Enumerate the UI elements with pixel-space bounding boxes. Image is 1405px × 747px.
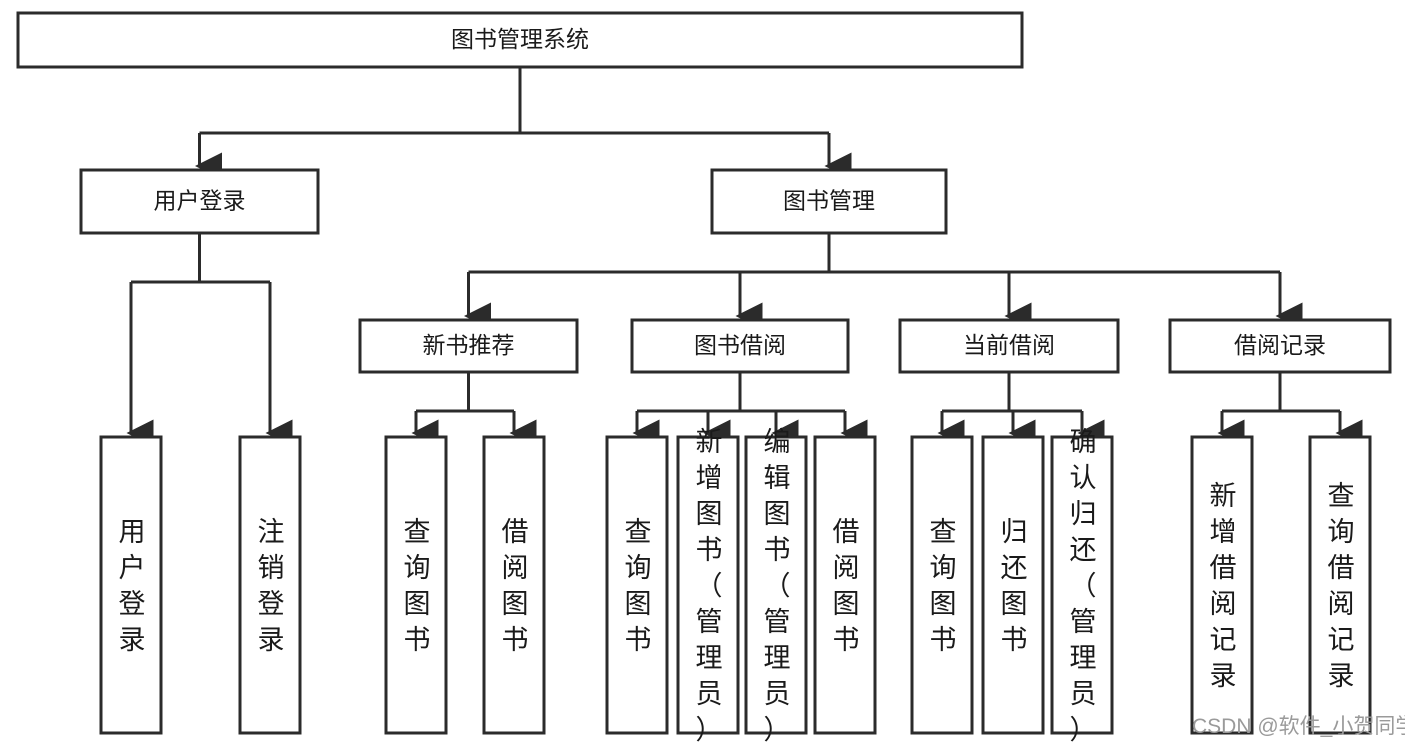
node-leaf-query-book-1-label: 查询图书 bbox=[404, 517, 431, 655]
csdn-watermark: CSDN @软件_小贺同学 bbox=[1192, 715, 1405, 738]
node-leaf-logout-label: 注销登录 bbox=[258, 517, 285, 655]
node-leaf-confirm-return-label: 确认归还（管理员） bbox=[1070, 427, 1097, 745]
node-current-borrow-label: 当前借阅 bbox=[963, 332, 1055, 358]
node-leaf-add-book-label: 新增图书（管理员） bbox=[696, 427, 723, 745]
node-user-login-box[interactable] bbox=[79, 168, 320, 235]
node-leaf-borrow-book-2-label: 借阅图书 bbox=[833, 517, 860, 655]
connector-layer bbox=[126, 67, 1363, 447]
node-leaf-query-book-2[interactable]: 查询图书 bbox=[605, 435, 669, 735]
node-book-borrow-label: 图书借阅 bbox=[694, 332, 786, 358]
node-leaf-borrow-book-2[interactable]: 借阅图书 bbox=[813, 435, 877, 735]
node-borrow-records[interactable]: 借阅记录 bbox=[1168, 318, 1392, 374]
node-new-book-recommend[interactable]: 新书推荐 bbox=[358, 318, 579, 374]
node-leaf-borrow-book-2-box[interactable] bbox=[813, 435, 877, 735]
node-current-borrow[interactable]: 当前借阅 bbox=[898, 318, 1120, 374]
node-user-login-label: 用户登录 bbox=[154, 188, 246, 214]
node-borrow-records-label: 借阅记录 bbox=[1234, 332, 1326, 358]
node-leaf-edit-book-label: 编辑图书（管理员） bbox=[764, 427, 791, 745]
node-leaf-return-book-label: 归还图书 bbox=[1001, 517, 1028, 655]
node-leaf-logout[interactable]: 注销登录 bbox=[238, 435, 302, 735]
node-leaf-add-book[interactable]: 新增图书（管理员） bbox=[676, 427, 740, 745]
node-leaf-query-book-2-box[interactable] bbox=[605, 435, 669, 735]
node-root-box[interactable] bbox=[16, 11, 1024, 69]
node-book-management-label: 图书管理 bbox=[783, 188, 875, 214]
node-borrow-records-box[interactable] bbox=[1168, 318, 1392, 374]
node-leaf-logout-box[interactable] bbox=[238, 435, 302, 735]
node-leaf-user-login-label: 用户登录 bbox=[119, 517, 146, 655]
node-leaf-edit-book[interactable]: 编辑图书（管理员） bbox=[744, 427, 808, 745]
node-leaf-query-book-3[interactable]: 查询图书 bbox=[910, 435, 974, 735]
node-book-management[interactable]: 图书管理 bbox=[710, 168, 948, 235]
node-leaf-query-record-label: 查询借阅记录 bbox=[1328, 481, 1355, 691]
node-user-login[interactable]: 用户登录 bbox=[79, 168, 320, 235]
node-leaf-borrow-book-1-label: 借阅图书 bbox=[502, 517, 529, 655]
node-new-book-recommend-box[interactable] bbox=[358, 318, 579, 374]
node-leaf-query-book-1[interactable]: 查询图书 bbox=[384, 435, 448, 735]
node-leaf-query-record[interactable]: 查询借阅记录 bbox=[1308, 435, 1372, 735]
node-layer: 图书管理系统用户登录图书管理用户登录注销登录新书推荐查询图书借阅图书图书借阅查询… bbox=[16, 11, 1392, 745]
node-leaf-query-book-2-label: 查询图书 bbox=[625, 517, 652, 655]
node-leaf-confirm-return-box[interactable] bbox=[1050, 435, 1114, 735]
node-book-management-box[interactable] bbox=[710, 168, 948, 235]
node-current-borrow-box[interactable] bbox=[898, 318, 1120, 374]
node-leaf-return-book-box[interactable] bbox=[981, 435, 1045, 735]
node-root[interactable]: 图书管理系统 bbox=[16, 11, 1024, 69]
node-leaf-add-record-label: 新增借阅记录 bbox=[1210, 481, 1237, 691]
node-root-label: 图书管理系统 bbox=[451, 26, 589, 52]
node-new-book-recommend-label: 新书推荐 bbox=[423, 332, 515, 358]
node-leaf-query-book-3-label: 查询图书 bbox=[930, 517, 957, 655]
node-leaf-user-login[interactable]: 用户登录 bbox=[99, 435, 163, 735]
node-leaf-add-book-box[interactable] bbox=[676, 435, 740, 735]
node-leaf-return-book[interactable]: 归还图书 bbox=[981, 435, 1045, 735]
node-leaf-query-record-box[interactable] bbox=[1308, 435, 1372, 735]
node-leaf-add-record[interactable]: 新增借阅记录 bbox=[1190, 435, 1254, 735]
node-leaf-edit-book-box[interactable] bbox=[744, 435, 808, 735]
node-leaf-query-book-1-box[interactable] bbox=[384, 435, 448, 735]
node-leaf-query-book-3-box[interactable] bbox=[910, 435, 974, 735]
node-book-borrow-box[interactable] bbox=[630, 318, 850, 374]
node-leaf-borrow-book-1-box[interactable] bbox=[482, 435, 546, 735]
node-book-borrow[interactable]: 图书借阅 bbox=[630, 318, 850, 374]
node-leaf-user-login-box[interactable] bbox=[99, 435, 163, 735]
node-leaf-add-record-box[interactable] bbox=[1190, 435, 1254, 735]
node-leaf-borrow-book-1[interactable]: 借阅图书 bbox=[482, 435, 546, 735]
node-leaf-confirm-return[interactable]: 确认归还（管理员） bbox=[1050, 427, 1114, 745]
